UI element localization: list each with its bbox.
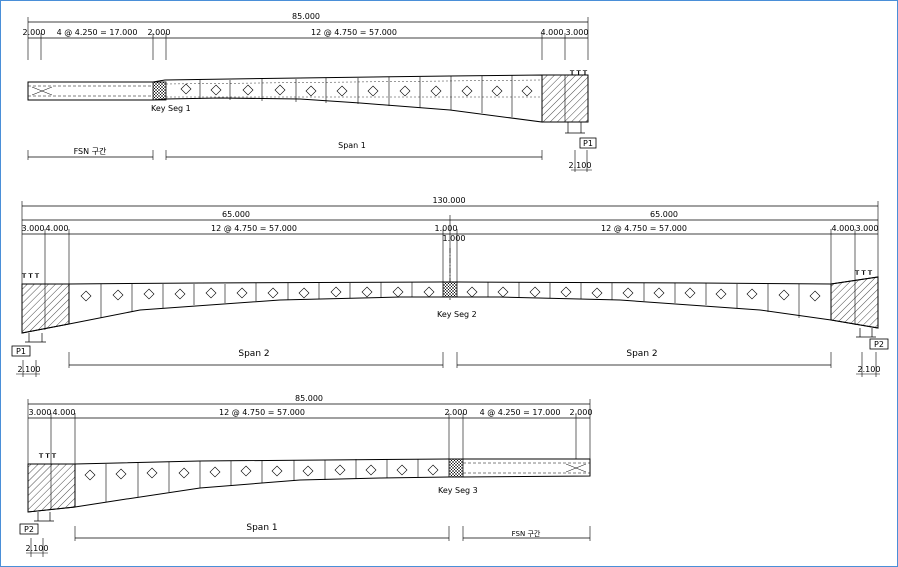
top-dim-2: 4 @ 4.250 = 17.000	[57, 28, 138, 37]
top-dim-5: 4.000	[541, 28, 564, 37]
bot-dim-2: 4.000	[53, 408, 76, 417]
top-dim-6: 3.000	[566, 28, 589, 37]
svg-text:┰ ┰ ┰: ┰ ┰ ┰	[855, 267, 873, 275]
mid-dim-1: 3.000	[22, 224, 45, 233]
svg-text:┰ ┰ ┰: ┰ ┰ ┰	[570, 67, 588, 75]
top-pier-label: P1	[583, 139, 593, 148]
mid-left-total: 65.000	[222, 210, 250, 219]
bottom-span-drawing: 85.000 3.000 4.000 12 @ 4.750 = 57.000 2…	[19, 394, 593, 557]
top-span-fsn: FSN 구간	[74, 146, 107, 156]
mid-center-dim: 1.000	[443, 234, 466, 243]
top-dim-1: 2.000	[23, 28, 46, 37]
bot-pier-label: P2	[24, 525, 34, 534]
bot-dim-4: 2.000	[445, 408, 468, 417]
mid-span-left: Span 2	[238, 349, 269, 359]
svg-text:┰ ┰ ┰: ┰ ┰ ┰	[39, 450, 57, 458]
key-seg-1-label: Key Seg 1	[151, 104, 191, 113]
mid-pier-dim-left: 2.100	[18, 365, 41, 374]
top-pier-dim: 2.100	[569, 161, 592, 170]
bot-pier-dim: 2.100	[26, 544, 49, 553]
bot-span-fsn: FSN 구간	[512, 529, 541, 538]
mid-pier-left: P1	[16, 347, 26, 356]
mid-pier-dim-right: 2.100	[858, 365, 881, 374]
mid-right-total: 65.000	[650, 210, 678, 219]
mid-dim-7: 3.000	[856, 224, 879, 233]
top-span-drawing: 85.000 2.000 4 @ 4.250 = 17.000 2.000 12…	[23, 12, 597, 172]
mid-dim-5: 12 @ 4.750 = 57.000	[601, 224, 687, 233]
top-dim-4: 12 @ 4.750 = 57.000	[311, 28, 397, 37]
bot-dim-1: 3.000	[29, 408, 52, 417]
bot-dim-3: 12 @ 4.750 = 57.000	[219, 408, 305, 417]
mid-dim-6: 4.000	[832, 224, 855, 233]
bot-span-1: Span 1	[246, 523, 277, 533]
top-total-dim: 85.000	[292, 12, 320, 21]
mid-dim-3: 12 @ 4.750 = 57.000	[211, 224, 297, 233]
top-dim-3: 2.000	[148, 28, 171, 37]
mid-dim-4: 1.000	[435, 224, 458, 233]
mid-span-right: Span 2	[626, 349, 657, 359]
mid-dim-2: 4.000	[46, 224, 69, 233]
middle-span-drawing: 130.000 65.000 65.000 3.000 4.000 12 @ 4…	[11, 196, 889, 377]
svg-text:┰ ┰ ┰: ┰ ┰ ┰	[22, 270, 40, 278]
bot-total-dim: 85.000	[295, 394, 323, 403]
mid-total-dim: 130.000	[432, 196, 465, 205]
mid-pier-right: P2	[874, 340, 884, 349]
bot-dim-6: 2.000	[570, 408, 593, 417]
key-seg-3-label: Key Seg 3	[438, 486, 478, 495]
top-span-1: Span 1	[338, 141, 366, 150]
key-seg-2-label: Key Seg 2	[437, 310, 477, 319]
bot-dim-5: 4 @ 4.250 = 17.000	[480, 408, 561, 417]
